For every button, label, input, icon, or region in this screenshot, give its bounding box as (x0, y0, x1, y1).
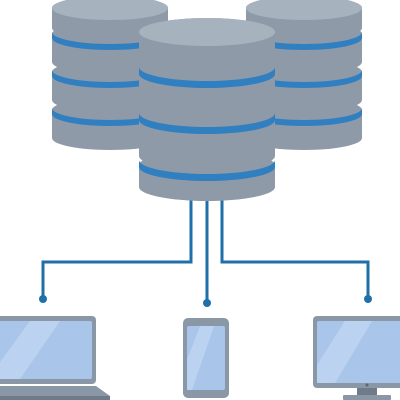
connection-node-center (203, 299, 211, 307)
laptop-icon (0, 316, 110, 400)
connection-node-right (364, 295, 372, 303)
network-connections (41, 196, 370, 302)
center-database-stack (139, 18, 275, 201)
database-top (246, 0, 362, 20)
laptop-base-edge (0, 396, 110, 400)
desktop-monitor-icon (313, 316, 400, 400)
database-top (52, 0, 168, 20)
monitor-stand-base (343, 395, 391, 400)
database-stripe (139, 67, 275, 88)
connection-node-left (39, 295, 47, 303)
smartphone-screen-glare (187, 326, 214, 390)
connection-line-left (41, 196, 193, 298)
monitor-power-dot (365, 383, 369, 387)
monitor-screen-glare (317, 321, 372, 383)
database-top (139, 18, 275, 46)
laptop-screen-glare (0, 321, 60, 379)
monitor-stand-neck (357, 388, 377, 396)
database-stripe (139, 113, 275, 134)
connection-line-right (220, 196, 370, 298)
smartphone-icon (183, 318, 229, 398)
laptop-base (0, 386, 110, 396)
database-stripe (139, 160, 275, 181)
